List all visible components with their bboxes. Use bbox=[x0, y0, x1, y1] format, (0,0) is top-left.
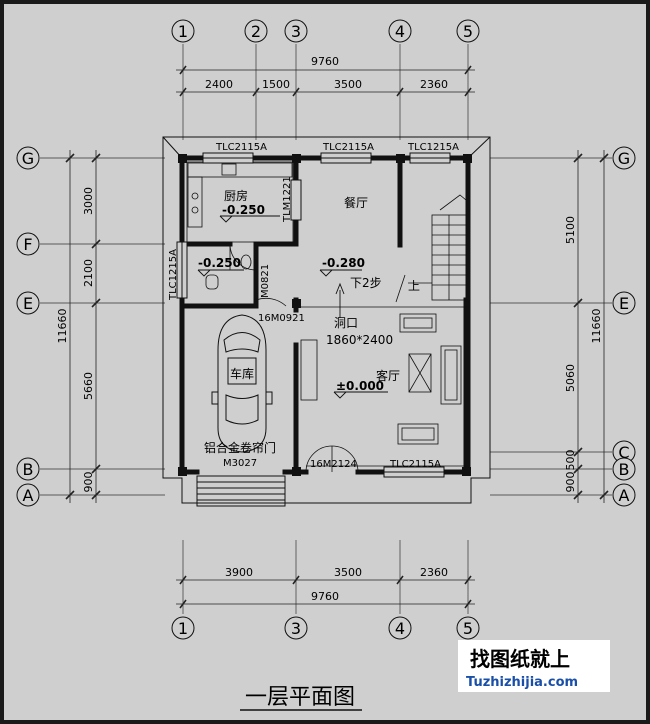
dim-top-2: 1500 bbox=[262, 78, 290, 91]
grid-label-left-f: F bbox=[23, 235, 32, 254]
door-label-garage: M3027 bbox=[223, 458, 257, 469]
window-labels: TLC2115A TLC2115A TLC1215A TLC1215A TLC2… bbox=[168, 142, 459, 470]
note-opening: 洞口 bbox=[334, 316, 358, 330]
dim-bottom-3: 2360 bbox=[420, 566, 448, 579]
dim-left-4: 900 bbox=[82, 472, 95, 493]
grid-lines bbox=[40, 44, 612, 614]
grid-label-top-2: 2 bbox=[251, 22, 261, 41]
room-labels: 厨房 餐厅 客厅 车库 铝合金卷帘门 bbox=[204, 188, 400, 455]
watermark-box bbox=[458, 640, 610, 692]
drawing-title: 一层平面图 bbox=[245, 685, 355, 710]
dim-right-1: 5100 bbox=[564, 216, 577, 244]
dimension-texts: 9760 2400 1500 3500 2360 3900 3500 2360 … bbox=[56, 55, 603, 603]
dim-bottom-2: 3500 bbox=[334, 566, 362, 579]
dim-left-3: 5660 bbox=[82, 372, 95, 400]
columns bbox=[178, 154, 472, 476]
level-label-kitchen: -0.250 bbox=[222, 203, 265, 217]
dim-right-total: 11660 bbox=[590, 309, 603, 344]
window-label-top-right: TLC1215A bbox=[407, 142, 459, 153]
dim-left-total: 11660 bbox=[56, 309, 69, 344]
paper-background bbox=[4, 4, 646, 720]
window-label-kitchen: TLM1221 bbox=[282, 176, 293, 223]
watermark-line1: 找图纸就上 bbox=[470, 647, 570, 671]
grid-label-bottom-4: 4 bbox=[395, 619, 405, 638]
note-steps: 下2步 bbox=[350, 276, 382, 290]
dim-top-1: 2400 bbox=[205, 78, 233, 91]
dim-top-total: 9760 bbox=[311, 55, 339, 68]
note-labels: 下2步 上 洞口 1860*2400 bbox=[326, 276, 420, 347]
grid-label-left-e: E bbox=[23, 294, 33, 313]
dim-left-1: 3000 bbox=[82, 187, 95, 215]
level-label-bath: -0.250 bbox=[198, 256, 241, 270]
dim-right-3: 500 bbox=[564, 450, 577, 471]
door-label-bath: M0821 bbox=[260, 264, 271, 298]
dim-top-4: 2360 bbox=[420, 78, 448, 91]
level-label-living: ±0.000 bbox=[336, 379, 384, 393]
door-label-entry: 16M2124 bbox=[310, 459, 357, 470]
level-label-hall: -0.280 bbox=[322, 256, 365, 270]
grid-label-right-e: E bbox=[619, 294, 629, 313]
grid-label-top-4: 4 bbox=[395, 22, 405, 41]
note-up: 上 bbox=[408, 279, 420, 293]
window-label-top-left: TLC2115A bbox=[215, 142, 267, 153]
grid-label-top-5: 5 bbox=[463, 22, 473, 41]
level-labels: -0.250 -0.250 -0.280 ±0.000 bbox=[198, 203, 384, 393]
axis-bubbles bbox=[16, 19, 636, 640]
grid-label-right-b: B bbox=[619, 460, 630, 479]
grid-label-top-3: 3 bbox=[291, 22, 301, 41]
dim-bottom-1: 3900 bbox=[225, 566, 253, 579]
garage-car bbox=[211, 314, 273, 453]
stairs bbox=[395, 194, 467, 303]
door-label-garage-inner: 16M0921 bbox=[258, 313, 305, 324]
dim-right-2: 5060 bbox=[564, 364, 577, 392]
dim-bottom-total: 9760 bbox=[311, 590, 339, 603]
room-label-living: 客厅 bbox=[376, 368, 400, 383]
note-opening-size: 1860*2400 bbox=[326, 333, 393, 347]
window-label-bottom: TLC2115A bbox=[389, 459, 441, 470]
door-labels: M0821 16M0921 16M2124 M3027 bbox=[223, 264, 357, 470]
level-markers bbox=[197, 215, 388, 399]
grid-label-left-g: G bbox=[22, 149, 34, 168]
entry-steps bbox=[196, 475, 286, 507]
room-label-garage-door: 铝合金卷帘门 bbox=[204, 440, 276, 455]
grid-label-right-c: C bbox=[618, 443, 629, 462]
dimension-lines bbox=[65, 65, 609, 609]
window-label-top-mid: TLC2115A bbox=[322, 142, 374, 153]
grid-label-right-g: G bbox=[618, 149, 630, 168]
windows bbox=[176, 152, 451, 478]
living-furniture bbox=[300, 313, 462, 445]
bath-fixtures bbox=[205, 254, 252, 290]
grid-label-bottom-5: 5 bbox=[463, 619, 473, 638]
grid-label-top-1: 1 bbox=[178, 22, 188, 41]
grid-label-left-a: A bbox=[23, 486, 34, 505]
door-swings bbox=[229, 243, 359, 473]
room-label-garage: 车库 bbox=[230, 366, 254, 381]
grid-label-bottom-3: 3 bbox=[291, 619, 301, 638]
room-label-kitchen: 厨房 bbox=[224, 188, 248, 203]
watermark-line2: Tuzhizhijia.com bbox=[466, 675, 578, 690]
grid-label-left-b: B bbox=[23, 460, 34, 479]
grid-label-right-a: A bbox=[619, 486, 630, 505]
grid-label-bottom-1: 1 bbox=[178, 619, 188, 638]
watermark: 找图纸就上 Tuzhizhijia.com bbox=[458, 640, 610, 692]
window-label-left: TLC1215A bbox=[168, 249, 179, 301]
walls bbox=[179, 155, 471, 475]
kitchen-fixtures bbox=[187, 162, 293, 228]
dim-right-4: 900 bbox=[564, 472, 577, 493]
room-label-dining: 餐厅 bbox=[344, 195, 368, 210]
dim-left-2: 2100 bbox=[82, 259, 95, 287]
axis-bubble-labels: 1 2 3 4 5 1 3 4 5 G F E B A G E C B A bbox=[22, 22, 630, 638]
dim-top-3: 3500 bbox=[334, 78, 362, 91]
